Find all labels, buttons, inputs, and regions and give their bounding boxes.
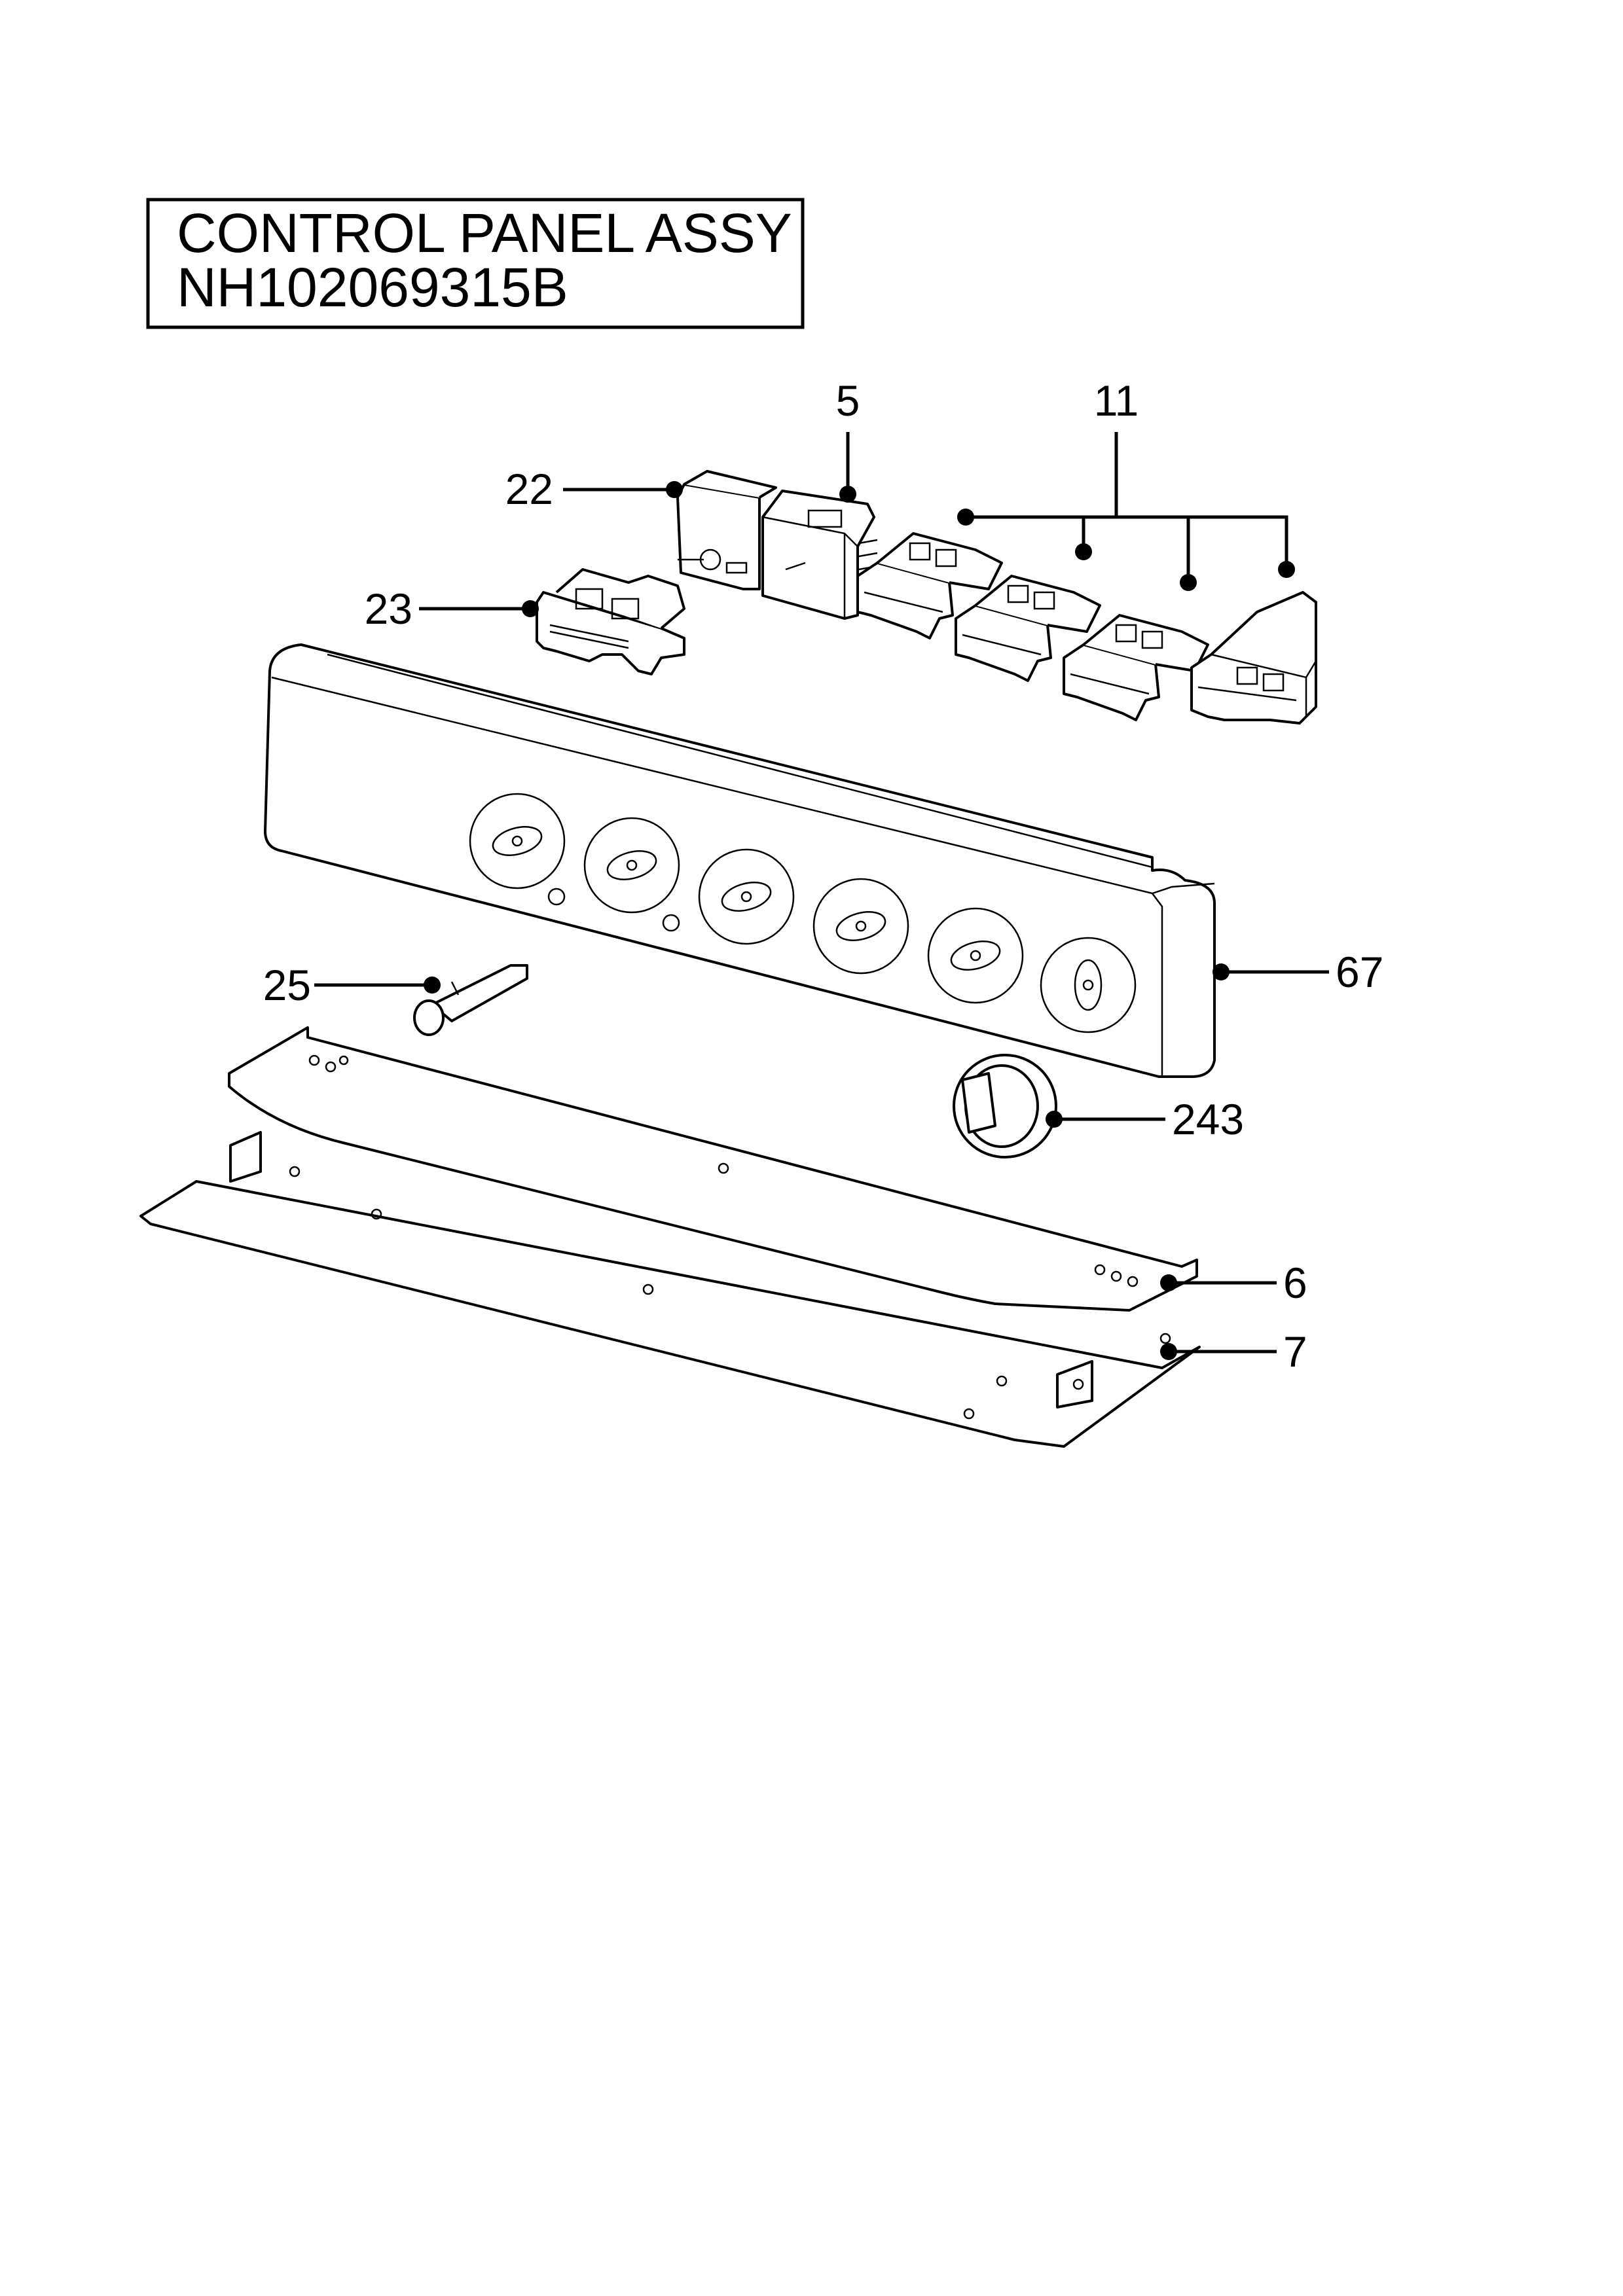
callout-5: 5 xyxy=(836,376,860,425)
callout-7: 7 xyxy=(1283,1327,1307,1376)
part-25-indicator-lamp[interactable] xyxy=(413,964,528,1036)
title-box: CONTROL PANEL ASSY NH102069315B xyxy=(146,198,805,329)
callout-25: 25 xyxy=(263,961,311,1009)
part-7-bottom-plate[interactable] xyxy=(139,1131,1201,1448)
callout-243: 243 xyxy=(1172,1095,1244,1143)
callout-11: 11 xyxy=(1094,376,1139,425)
part-11-switch-1[interactable] xyxy=(856,532,1003,639)
title-line-2: NH102069315B xyxy=(177,257,568,318)
part-11-switch-4[interactable] xyxy=(1190,591,1317,725)
knob-boss-2 xyxy=(583,817,680,914)
part-23-selector-switch[interactable] xyxy=(536,568,685,675)
part-5-module-box[interactable] xyxy=(761,490,878,620)
callout-22: 22 xyxy=(505,465,553,513)
callout-67: 67 xyxy=(1336,948,1383,996)
title-line-1: CONTROL PANEL ASSY xyxy=(177,202,792,264)
part-243-knob[interactable] xyxy=(953,1054,1057,1158)
part-11-switch-3[interactable] xyxy=(1063,614,1209,721)
part-6-trim-strip[interactable] xyxy=(228,1026,1198,1312)
leader-lines xyxy=(314,432,1329,1360)
knob-boss-5 xyxy=(927,907,1024,1004)
knob-boss-6 xyxy=(1040,937,1137,1033)
part-67-control-panel[interactable] xyxy=(264,643,1216,1078)
callout-23: 23 xyxy=(365,584,412,633)
callout-labels: 5 11 22 23 25 67 243 6 7 xyxy=(263,376,1384,1376)
part-22-timer[interactable] xyxy=(676,470,777,590)
knob-boss-4 xyxy=(812,878,909,975)
knob-boss-1 xyxy=(469,793,566,889)
knob-boss-3 xyxy=(698,848,795,945)
callout-6: 6 xyxy=(1283,1259,1307,1307)
part-11-switch-2[interactable] xyxy=(955,575,1101,682)
